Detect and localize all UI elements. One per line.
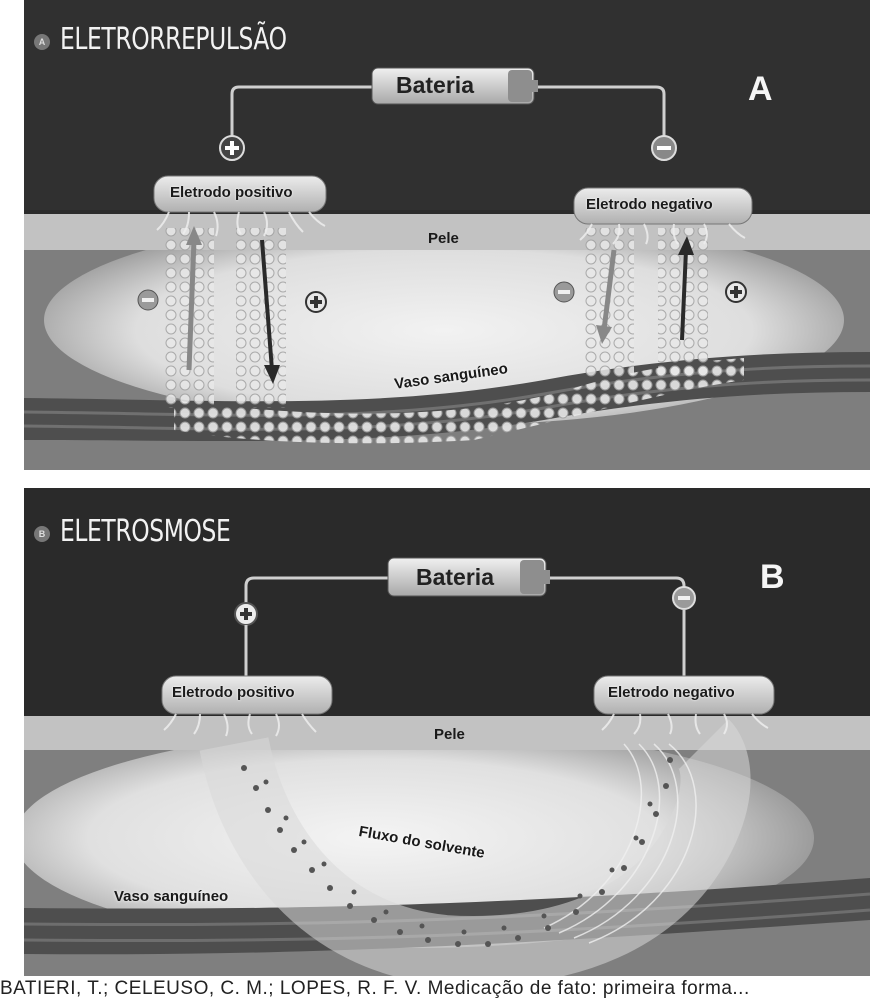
positive-electrode-label: Eletrodo positivo [170, 184, 293, 201]
panel-electrorepulsion: A ELETRORREPULSÃO A Bateria Eletrodo pos… [24, 0, 870, 470]
negative-electrode [573, 187, 753, 225]
source-caption: BATIERI, T.; CELEUSO, C. M.; LOPES, R. F… [0, 978, 750, 999]
panel-title: ELETROSMOSE [60, 514, 231, 549]
panel-electroosmosis: B ELETROSMOSE B Bateria Eletrodo positiv… [24, 488, 870, 976]
skin-label: Pele [434, 726, 465, 743]
wire-right [544, 576, 686, 628]
negative-electrode-label: Eletrodo negativo [586, 196, 713, 213]
positive-electrode [161, 675, 333, 715]
arrow-down [260, 239, 274, 371]
skin-label: Pele [428, 230, 459, 247]
negative-electrode [593, 675, 775, 715]
battery-label: Bateria [416, 564, 494, 590]
arrow-up [186, 239, 197, 371]
positive-electrode [153, 175, 327, 213]
negative-electrode-label: Eletrodo negativo [608, 684, 735, 701]
panel-letter: A [748, 70, 773, 108]
vessel-label: Vaso sanguíneo [114, 888, 229, 905]
panel-title: ELETRORREPULSÃO [60, 22, 287, 57]
wire-right [532, 85, 666, 140]
battery-label: Bateria [396, 72, 474, 98]
wire-left [244, 576, 390, 628]
panel-badge: A [34, 34, 50, 50]
panel-b-illustration [24, 488, 870, 976]
solvent-flow [199, 719, 751, 976]
panel-a-illustration [24, 0, 870, 470]
positive-electrode-label: Eletrodo positivo [172, 684, 295, 701]
wire-left [230, 85, 374, 140]
panel-letter: B [760, 558, 785, 596]
panel-badge: B [34, 526, 50, 542]
